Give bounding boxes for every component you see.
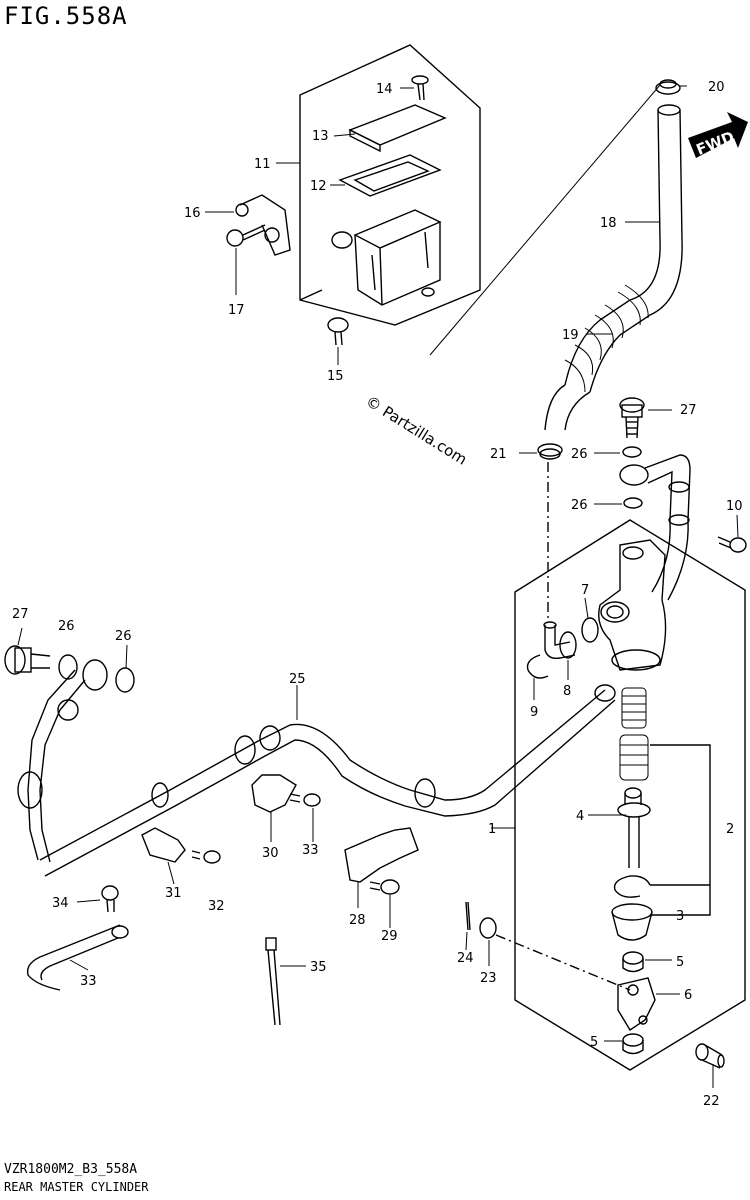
callout-13: 13 bbox=[312, 129, 329, 144]
leader-lines bbox=[17, 85, 739, 1088]
part-25-brake-hose bbox=[17, 669, 616, 877]
callout-11: 11 bbox=[254, 157, 271, 172]
part-34-bolt bbox=[101, 885, 119, 913]
callout-7: 7 bbox=[581, 583, 589, 598]
part-23-washer bbox=[479, 917, 497, 939]
part-33-bolt bbox=[289, 793, 321, 807]
piston-spring bbox=[621, 687, 647, 729]
part-4-push-rod bbox=[617, 787, 651, 868]
callout-26-top: 26 bbox=[571, 447, 588, 462]
callout-22: 22 bbox=[703, 1094, 720, 1109]
part-22-pin bbox=[695, 1043, 725, 1069]
callout-28: 28 bbox=[349, 913, 366, 928]
part-7-o-ring bbox=[581, 617, 599, 643]
callout-23: 23 bbox=[480, 971, 497, 986]
callout-5-top: 5 bbox=[676, 955, 684, 970]
callout-31: 31 bbox=[165, 886, 182, 901]
part-20-clamp bbox=[655, 79, 681, 95]
part-9-circlip bbox=[526, 654, 549, 679]
callout-2: 2 bbox=[726, 822, 734, 837]
diagram-code: VZR1800M2_B3_558A bbox=[4, 1162, 138, 1177]
callout-19: 19 bbox=[562, 328, 579, 343]
part-30-clamp bbox=[251, 774, 297, 813]
callout-16: 16 bbox=[184, 206, 201, 221]
part-26-washer-left-a bbox=[58, 654, 78, 680]
banjo-left bbox=[82, 659, 108, 691]
callout-18: 18 bbox=[600, 216, 617, 231]
callout-3: 3 bbox=[676, 909, 684, 924]
part-31-clamp bbox=[141, 827, 186, 863]
callout-30: 30 bbox=[262, 846, 279, 861]
part-16-bracket bbox=[235, 194, 291, 256]
part-24-cotter-pin bbox=[465, 901, 471, 931]
callout-33-guide: 33 bbox=[80, 974, 97, 989]
part-11-reservoir bbox=[331, 209, 442, 306]
callout-21: 21 bbox=[490, 447, 507, 462]
callout-34: 34 bbox=[52, 896, 69, 911]
callout-25: 25 bbox=[289, 672, 306, 687]
callout-26-left-b: 26 bbox=[115, 629, 132, 644]
part-14-screw bbox=[411, 75, 429, 101]
callout-26-mid: 26 bbox=[571, 498, 588, 513]
callout-26-left: 26 bbox=[58, 619, 75, 634]
callout-27-top: 27 bbox=[680, 403, 697, 418]
part-10-bolt bbox=[717, 536, 747, 553]
callout-35: 35 bbox=[310, 960, 327, 975]
callout-33-bolt: 33 bbox=[302, 843, 319, 858]
part-15-bolt bbox=[327, 317, 349, 346]
callout-numbers: 1 2 3 4 5 5 6 7 8 9 10 11 12 13 14 15 16… bbox=[12, 80, 743, 1109]
fwd-arrow: FWD bbox=[688, 112, 748, 159]
part-5-nut-bottom bbox=[622, 1033, 644, 1055]
callout-14: 14 bbox=[376, 82, 393, 97]
callout-17: 17 bbox=[228, 303, 245, 318]
callout-29: 29 bbox=[381, 929, 398, 944]
callout-20: 20 bbox=[708, 80, 725, 95]
callout-27-left: 27 bbox=[12, 607, 29, 622]
part-26-washer-left-b bbox=[115, 667, 135, 693]
hose-elbow bbox=[544, 384, 591, 431]
callout-1: 1 bbox=[488, 822, 496, 837]
callout-32: 32 bbox=[208, 899, 225, 914]
callout-4: 4 bbox=[576, 809, 584, 824]
part-33-wire-guide bbox=[26, 924, 121, 991]
part-8-fitting bbox=[543, 621, 577, 660]
part-5-nut-top bbox=[622, 951, 644, 973]
part-35-cable-tie bbox=[265, 937, 281, 1026]
circlip bbox=[613, 875, 651, 898]
part-27-union-bolt bbox=[619, 397, 645, 439]
callout-5-bottom: 5 bbox=[590, 1035, 598, 1050]
callout-9: 9 bbox=[530, 705, 538, 720]
diagram-caption: REAR MASTER CYLINDER bbox=[4, 1180, 149, 1194]
banjo-fitting bbox=[619, 454, 691, 601]
callout-24: 24 bbox=[457, 951, 474, 966]
figure-title: FIG.558A bbox=[4, 2, 128, 30]
part-13-cap bbox=[348, 104, 447, 146]
part-6-clevis bbox=[617, 977, 656, 1031]
master-cylinder-group-box bbox=[514, 519, 746, 1071]
part-12-diaphragm bbox=[338, 154, 442, 197]
part-2-piston-kit bbox=[619, 734, 649, 781]
part-26-washer-mid bbox=[623, 497, 643, 509]
part-26-washer-top bbox=[622, 446, 642, 458]
part-27-union-bolt-left bbox=[4, 645, 51, 675]
callout-8: 8 bbox=[563, 684, 571, 699]
master-cylinder-body bbox=[598, 539, 667, 671]
part-21-clamp bbox=[537, 443, 563, 460]
part-3-boot bbox=[611, 903, 653, 941]
callout-6: 6 bbox=[684, 988, 692, 1003]
part-19-hose-sleeve bbox=[564, 284, 649, 393]
callout-12: 12 bbox=[310, 179, 327, 194]
part-29-bolt bbox=[369, 879, 400, 895]
part-28-bracket bbox=[344, 827, 419, 883]
callout-10: 10 bbox=[726, 499, 743, 514]
part-17-bolt bbox=[226, 224, 266, 247]
callout-15: 15 bbox=[327, 369, 344, 384]
part-32-bolt bbox=[191, 850, 221, 864]
